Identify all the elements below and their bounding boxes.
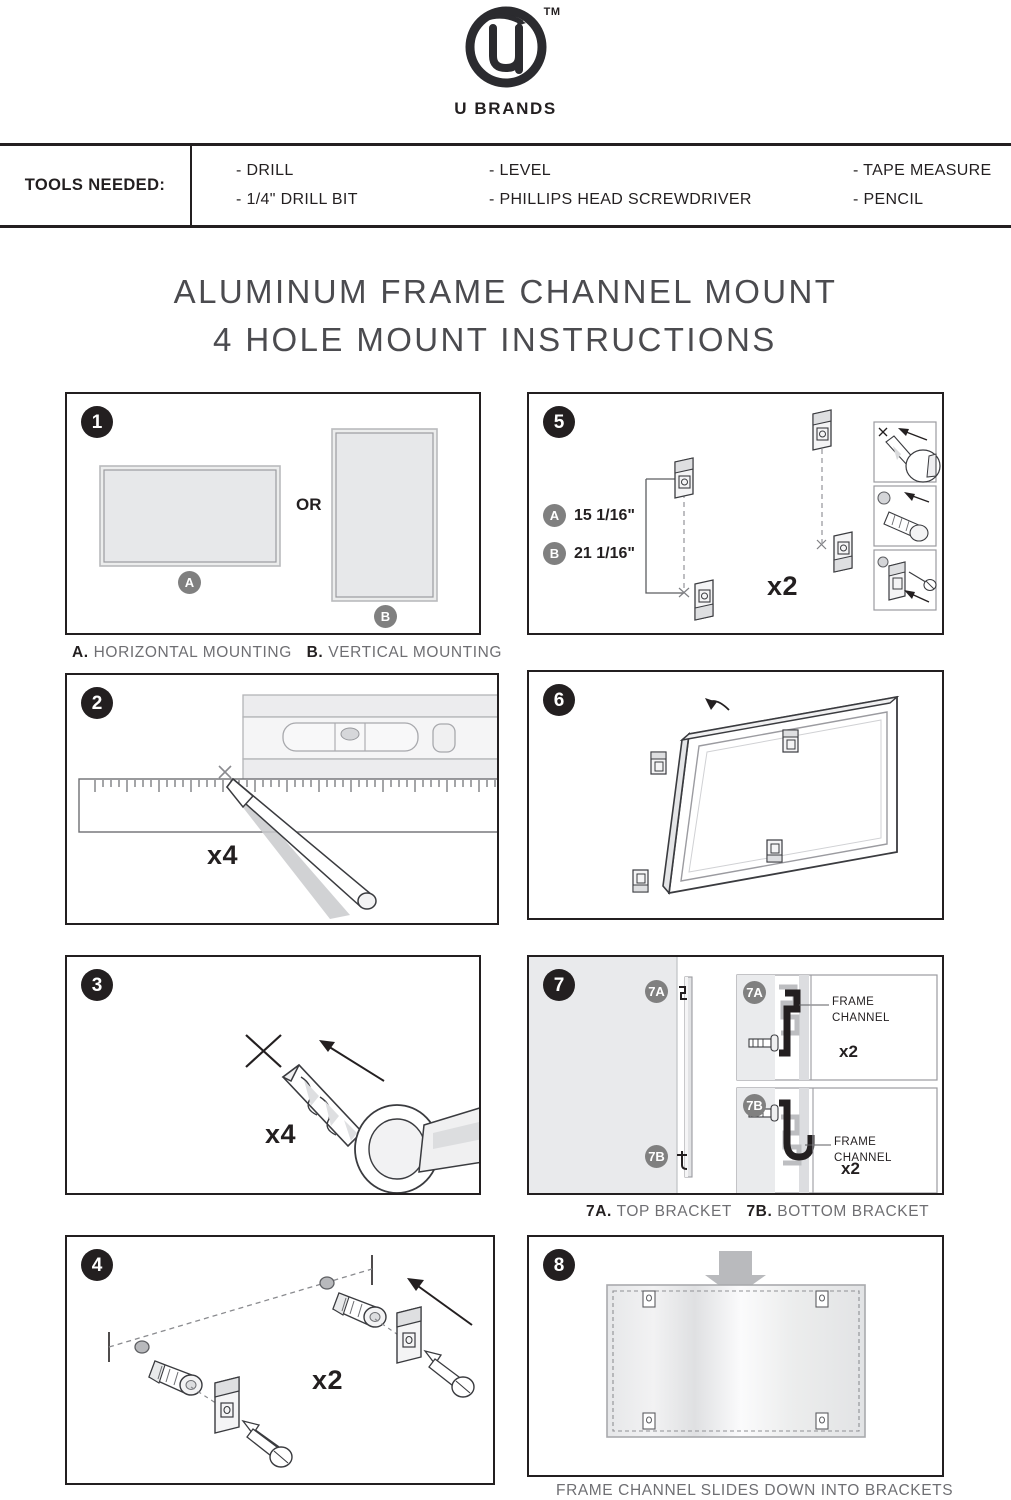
step-3-badge: 3 (81, 969, 113, 1001)
tools-divider (190, 146, 192, 225)
step-6-panel: 6 (527, 670, 944, 920)
caption-7b-marker: 7B. (746, 1203, 773, 1220)
brand-logo: TM U BRANDS (0, 4, 1011, 119)
detail-7b-quantity: x2 (841, 1159, 860, 1178)
step-2-badge: 2 (81, 687, 113, 719)
trademark-symbol: TM (543, 6, 561, 18)
tool-item: - LEVEL (489, 162, 552, 179)
tools-needed-label: TOOLS NEEDED: (24, 176, 166, 194)
step-1-badge: 1 (81, 406, 113, 438)
step-2-panel: 2 (65, 673, 499, 925)
detail-7a-quantity: x2 (839, 1042, 858, 1061)
or-label: OR (296, 495, 322, 514)
step-4-quantity: x2 (312, 1365, 344, 1395)
tools-needed-section: TOOLS NEEDED: - DRILL - 1/4" DRILL BIT -… (0, 143, 1011, 228)
marker-7a-badge: 7A (645, 980, 668, 1003)
step-1-caption: A. HORIZONTAL MOUNTING B. VERTICAL MOUNT… (72, 644, 502, 662)
step-4-badge: 4 (81, 1249, 113, 1281)
page-title: ALUMINUM FRAME CHANNEL MOUNT 4 HOLE MOUN… (0, 268, 1011, 364)
step-8-panel: 8 (527, 1235, 944, 1477)
tool-item: - TAPE MEASURE (853, 162, 992, 179)
step-3-quantity: x4 (265, 1119, 297, 1149)
marker-7b-badge: 7B (645, 1145, 668, 1168)
caption-b-text: VERTICAL MOUNTING (328, 644, 503, 661)
step-3-panel: 3 x4 (65, 955, 481, 1195)
detail-7a-badge: 7A (743, 981, 766, 1004)
caption-7a-marker: 7A. (586, 1203, 612, 1220)
u-brands-circle-logo-icon: TM (463, 4, 560, 90)
step-4-panel: 4 (65, 1235, 495, 1485)
tools-column-1: - DRILL - 1/4" DRILL BIT (200, 162, 445, 209)
step-6-badge: 6 (543, 684, 575, 716)
step-8-caption: FRAME CHANNEL SLIDES DOWN INTO BRACKETS (556, 1482, 954, 1499)
caption-a-marker: A. (72, 644, 89, 661)
detail-7a-label-line-2: CHANNEL (832, 1011, 890, 1024)
tool-item: - PENCIL (853, 191, 924, 208)
page-title-line-2: 4 HOLE MOUNT INSTRUCTIONS (213, 320, 777, 358)
detail-7b-badge: 7B (743, 1094, 766, 1117)
step-7-panel: 7 (527, 955, 944, 1195)
tool-item: - DRILL (236, 162, 294, 179)
step-8-badge: 8 (543, 1249, 575, 1281)
measurement-a-badge: A (543, 504, 566, 527)
tools-column-2: - LEVEL - PHILLIPS HEAD SCREWDRIVER (445, 162, 805, 209)
tools-column-3: - TAPE MEASURE - PENCIL (805, 162, 992, 209)
step-5-badge: 5 (543, 406, 575, 438)
page-title-line-1: ALUMINUM FRAME CHANNEL MOUNT (173, 273, 838, 310)
detail-7a-label-line-1: FRAME (832, 996, 875, 1008)
step-1-panel: 1 OR A B (65, 392, 481, 635)
caption-b-marker: B. (306, 644, 324, 661)
step-5-quantity: x2 (767, 571, 799, 601)
step-2-quantity: x4 (207, 840, 239, 870)
detail-7b-label-line-2: CHANNEL (834, 1151, 892, 1164)
measurement-a-value: 15 1/16" (574, 506, 635, 524)
step-7-badge: 7 (543, 969, 575, 1001)
tool-item: - PHILLIPS HEAD SCREWDRIVER (489, 191, 752, 208)
measurement-a-row: A 15 1/16" (543, 504, 635, 527)
measurement-b-badge: B (543, 542, 566, 565)
tool-item: - 1/4" DRILL BIT (236, 191, 358, 208)
step-7-caption: 7A. TOP BRACKET 7B. BOTTOM BRACKET (586, 1203, 929, 1221)
measurement-b-row: B 21 1/16" (543, 542, 635, 565)
caption-7b-text: BOTTOM BRACKET (777, 1203, 930, 1220)
step-5-panel: 5 (527, 392, 944, 635)
option-a-badge: A (178, 571, 201, 594)
detail-7b-label-line-1: FRAME (834, 1136, 877, 1148)
option-b-badge: B (374, 605, 397, 628)
brand-name: U BRANDS (454, 99, 557, 118)
measurement-b-value: 21 1/16" (574, 544, 635, 562)
caption-7a-text: TOP BRACKET (616, 1203, 732, 1220)
caption-a-text: HORIZONTAL MOUNTING (93, 644, 292, 661)
